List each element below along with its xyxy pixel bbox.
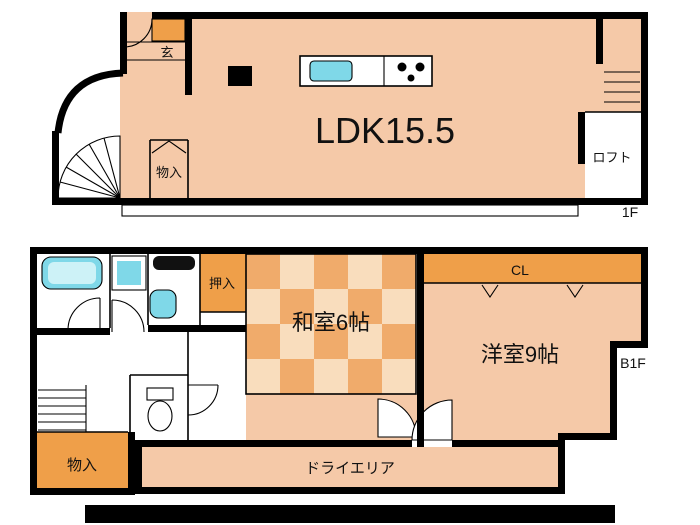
kitchen-wall-stub xyxy=(228,66,252,86)
bathtub xyxy=(41,256,103,290)
vanity-sink xyxy=(149,289,177,319)
toilet xyxy=(146,387,174,432)
folding-door-mark xyxy=(151,140,187,154)
tatami-grid xyxy=(245,253,417,395)
ldk-label: LDK15.5 xyxy=(315,110,455,151)
floor-b1f: 押入 和室6帖 CL 洋室9帖 B1F 物入 ドライエリア xyxy=(30,247,648,495)
toilet-door-arc xyxy=(187,384,219,416)
porch-strip xyxy=(121,204,579,217)
dry-area-floor xyxy=(142,447,558,487)
watermark-bar xyxy=(85,505,615,523)
western-room-label: 洋室9帖 xyxy=(481,342,559,367)
hanger-mark xyxy=(566,284,584,298)
interior-lines-b1f xyxy=(37,254,641,440)
hanger-mark xyxy=(481,284,499,298)
entrance-label: 玄 xyxy=(160,45,173,60)
loft-ladder xyxy=(604,71,640,103)
entrance-step-lines xyxy=(127,41,185,61)
floor-label-b1f: B1F xyxy=(620,355,646,371)
walls-1f xyxy=(52,12,648,205)
storage-b1f-floor xyxy=(37,432,128,488)
western-room-floor xyxy=(424,254,641,440)
spiral-staircase xyxy=(57,135,121,199)
storage-1f-label: 物入 xyxy=(156,165,182,180)
loft-floor xyxy=(585,112,641,198)
japanese-room-label: 和室6帖 xyxy=(292,310,370,335)
loft-label: ロフト xyxy=(592,150,631,165)
kitchen-counter xyxy=(299,55,433,87)
stairs-b1f xyxy=(38,385,87,432)
storage-1f-partition xyxy=(149,139,189,198)
mini-kitchen-range xyxy=(153,256,195,270)
curved-stair-wall xyxy=(54,69,124,134)
spiral-staircase-treads xyxy=(59,137,121,199)
entrance-door-arc xyxy=(123,18,153,48)
ldk-room-floor xyxy=(120,12,648,205)
dry-area-label: ドライエリア xyxy=(305,460,395,477)
closet-cl-label: CL xyxy=(511,262,529,278)
closet-cl-floor xyxy=(424,254,641,283)
oshiire-floor xyxy=(200,254,246,312)
storage-b1f-label: 物入 xyxy=(67,457,97,474)
floor-label-1f: 1F xyxy=(622,204,638,220)
bath-door-arc xyxy=(67,297,101,331)
wet-area-partitions xyxy=(109,254,246,328)
floor-1f: LDK15.5 玄 物入 ロフト 1F xyxy=(52,12,648,220)
oshiire-label: 押入 xyxy=(209,276,235,291)
kitchen-sink xyxy=(309,60,353,82)
washing-machine xyxy=(111,255,147,291)
hall-door-arc xyxy=(111,299,145,333)
entrance-mat xyxy=(151,18,186,42)
stove-burners xyxy=(397,62,425,82)
walls-b1f xyxy=(30,247,648,495)
toilet-partitions xyxy=(129,332,189,440)
